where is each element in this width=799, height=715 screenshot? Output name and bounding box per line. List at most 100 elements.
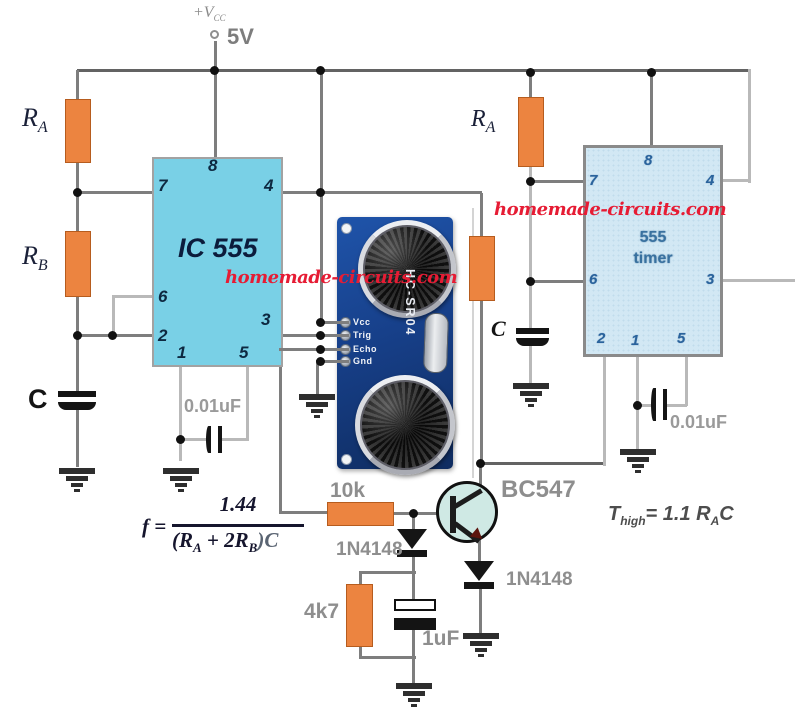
ultrasonic-receiver-icon: [355, 375, 455, 475]
junction-dot: [315, 187, 325, 197]
wire: [685, 356, 688, 406]
bjt-collector-line: [453, 488, 483, 509]
ground-bar: [478, 654, 484, 657]
cap-1uf-plate-neg: [394, 618, 436, 630]
ground-bar: [170, 476, 192, 481]
cap-001-left-plate2: [218, 426, 222, 453]
ground-bar: [299, 394, 335, 400]
watermark-left: homemade-circuits.com: [225, 267, 458, 288]
cap-c-left-plate1: [58, 391, 96, 397]
wire: [76, 70, 79, 101]
ic555-right: [583, 145, 723, 357]
wire: [748, 69, 751, 183]
wire: [723, 279, 795, 282]
wire: [76, 191, 154, 194]
wire: [320, 70, 323, 325]
ground-bar: [314, 415, 320, 418]
ic2-pin-3: 3: [706, 271, 715, 288]
junction-dot: [408, 508, 418, 518]
wire: [279, 511, 329, 514]
label-4k7: 4k7: [304, 600, 340, 623]
ground-bar: [74, 489, 80, 492]
resistor-ra-left: [65, 99, 91, 163]
junction-dot: [315, 330, 325, 340]
ground-bar: [627, 457, 649, 462]
cap-c-right-plate2: [516, 338, 549, 346]
wire: [479, 462, 482, 486]
wire: [636, 356, 639, 408]
ic1-pin-5: 5: [239, 343, 249, 362]
cap-1uf-plate-pos: [394, 599, 436, 611]
wire: [472, 208, 474, 478]
cap-001-right-plate1: [651, 388, 656, 421]
junction-dot: [315, 344, 325, 354]
ic2-pin-2: 2: [597, 330, 606, 347]
ground-bar: [635, 470, 641, 473]
wire: [246, 367, 249, 441]
cap-c-left-plate2: [58, 402, 96, 410]
ic2-pin-1: 1: [631, 332, 640, 349]
resistor-pullup: [469, 236, 495, 301]
ground-bar: [475, 648, 487, 652]
wire: [636, 404, 653, 407]
ground-bar: [408, 698, 420, 702]
wire: [76, 295, 79, 393]
label-ra-right: RA: [471, 106, 496, 136]
resistor-4k7: [346, 584, 373, 647]
ic555-left: [152, 157, 283, 367]
ic2-pin-5: 5: [677, 330, 686, 347]
resistor-rb: [65, 231, 91, 297]
formula-f-lhs: f =: [142, 514, 167, 538]
wire: [480, 193, 483, 239]
label-bc547: BC547: [501, 476, 576, 503]
ground-symbol: [618, 447, 658, 473]
wire: [412, 515, 415, 531]
label-diode-2: 1N4148: [506, 569, 573, 590]
ic555-right-label1: 555: [639, 229, 667, 246]
formula-f-denominator: (RA + 2RB)C: [172, 528, 279, 556]
bjt-emitter-arrow-icon: [469, 527, 487, 544]
wire: [412, 656, 415, 684]
junction-dot: [475, 458, 485, 468]
wire: [529, 71, 532, 100]
ground-bar: [311, 409, 323, 413]
junction-dot: [72, 187, 82, 197]
label-10k: 10k: [330, 479, 366, 502]
resistor-ra-right: [518, 97, 544, 167]
ic2-pin-7: 7: [589, 172, 598, 189]
junction-dot: [525, 176, 535, 186]
diode-1-bar: [397, 550, 427, 557]
wire: [76, 409, 79, 467]
wire: [723, 179, 750, 182]
pinlabel-trig: Trig: [353, 330, 372, 340]
cap-001-right-plate2: [663, 389, 667, 420]
ultrasonic-transmitter-icon: [358, 220, 456, 318]
ground-symbol: [461, 631, 501, 657]
wire: [112, 295, 115, 338]
ic2-pin-6: 6: [589, 271, 598, 288]
junction-dot: [525, 276, 535, 286]
supply-terminal: [210, 30, 219, 39]
ic1-pin-4: 4: [264, 176, 274, 195]
wire: [529, 280, 585, 283]
wire: [359, 571, 362, 585]
voltage-label: 5V: [227, 24, 254, 49]
wire: [316, 360, 319, 394]
pinlabel-vcc: Vcc: [353, 317, 371, 327]
label-diode-1: 1N4148: [336, 539, 403, 560]
ground-bar: [528, 404, 534, 407]
label-cap-001-right: 0.01uF: [670, 412, 728, 432]
ground-bar: [470, 641, 492, 646]
wire: [529, 343, 532, 383]
formula-fraction-bar: [172, 524, 304, 527]
wire: [283, 191, 482, 194]
junction-dot: [209, 65, 219, 75]
ground-bar: [178, 489, 184, 492]
wire: [221, 438, 248, 441]
wire: [279, 348, 282, 514]
ground-bar: [403, 691, 425, 696]
wire: [603, 356, 606, 466]
wire: [529, 166, 532, 329]
wire: [179, 438, 207, 441]
ground-symbol: [297, 392, 337, 418]
